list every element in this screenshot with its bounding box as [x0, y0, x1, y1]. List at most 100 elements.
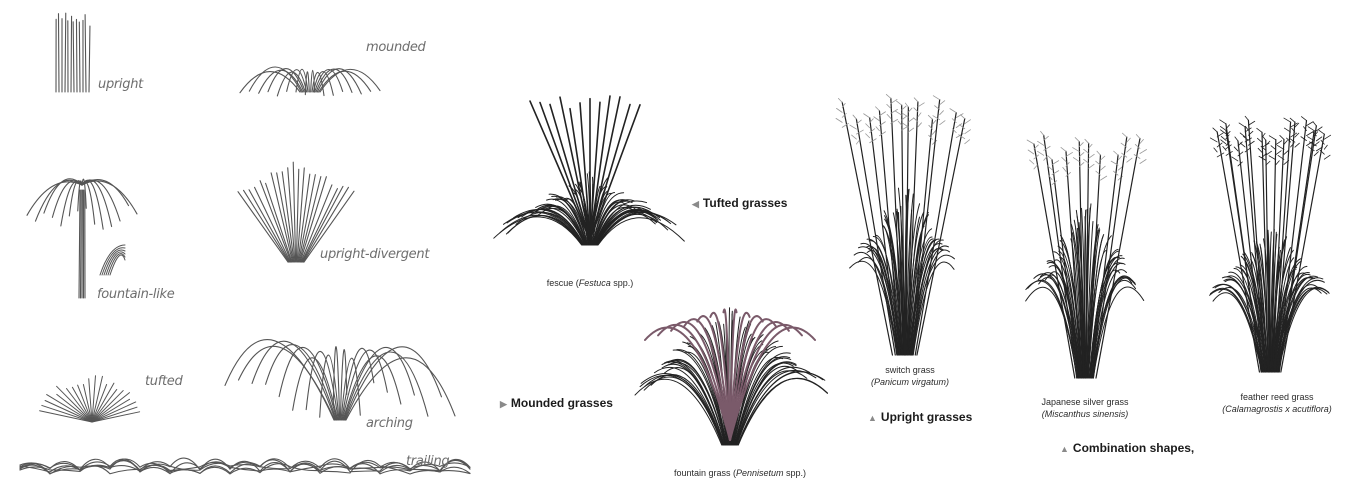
feather-reed-stem	[1217, 132, 1259, 372]
feather-reed-spikelet	[1276, 161, 1279, 165]
feather-reed-stem	[1226, 130, 1261, 372]
silver-grass-spikelet	[1100, 176, 1106, 180]
silver-grass-spikelet	[1100, 156, 1104, 160]
silver-grass-spikelet	[1127, 138, 1131, 142]
silver-grass-spikelet	[1061, 147, 1066, 151]
switch-grass-stem	[917, 119, 965, 355]
feather-reed-spikelet	[1295, 143, 1300, 147]
switch-grass-spikelet	[940, 111, 944, 115]
switch-grass-spikelet	[902, 116, 907, 120]
silver-grass-spikelet	[1062, 157, 1066, 161]
pointer-up-icon: ▲	[1060, 444, 1069, 454]
feather-reed-spikelet	[1248, 121, 1254, 125]
feather-reed-spikelet	[1284, 150, 1288, 154]
label-trailing: trailing	[406, 454, 449, 469]
switch-grass-spikelet	[956, 114, 963, 118]
feather-reed-spikelet	[1232, 157, 1238, 161]
switch-grass-spikelet	[875, 107, 879, 111]
feather-reed-spikelet	[1257, 138, 1262, 142]
mounded-blade	[249, 67, 301, 92]
feather-reed-spikelet	[1221, 136, 1226, 140]
switch-grass-spikelet	[838, 98, 842, 102]
silver-grass-spikelet	[1073, 148, 1080, 152]
silver-grass-spikelet	[1073, 158, 1079, 162]
silver-grass-spikelet	[1114, 151, 1118, 155]
feather-reed-spikelet	[1220, 120, 1226, 124]
divergent-blade	[266, 183, 292, 262]
silver-grass-blade	[1026, 281, 1077, 378]
switch-grass-spikelet	[856, 140, 859, 144]
heading-mounded-grasses: ▶Mounded grasses	[500, 396, 613, 410]
fountain-blade	[82, 181, 137, 214]
divergent-blade	[255, 187, 291, 262]
switch-grass-spikelet	[960, 115, 964, 119]
switch-grass-spikelet	[856, 130, 863, 134]
switch-grass-spikelet	[965, 140, 970, 144]
upright-blade	[89, 26, 90, 92]
silver-grass-spikelet	[1063, 167, 1066, 171]
feather-reed-spikelet	[1291, 123, 1298, 127]
arching-form-drawing	[225, 340, 455, 420]
switch-grass-spikelet	[876, 127, 879, 131]
feather-reed-spikelet	[1301, 117, 1306, 121]
feather-reed-spikelet	[1276, 141, 1282, 145]
feather-reed-spikelet	[1284, 118, 1291, 122]
label-arching: arching	[366, 416, 413, 431]
silver-grass-stem	[1044, 135, 1077, 378]
feather-reed-spikelet	[1234, 147, 1238, 151]
switch-grass-spikelet	[886, 94, 891, 98]
upright-blade	[85, 15, 86, 92]
feather-reed-spikelet	[1308, 127, 1314, 131]
feather-reed-spikelet	[1269, 156, 1276, 160]
upright-blade	[71, 16, 72, 92]
silver-grass-spikelet	[1136, 134, 1140, 138]
switch-grass-spikelet	[902, 113, 908, 117]
fountain-like-form-drawing	[27, 179, 137, 298]
silver-grass-spikelet	[1027, 140, 1034, 144]
caption-switch-grass: switch grass(Panicum virgatum)	[850, 364, 970, 388]
switch-grass-spikelet	[866, 124, 870, 128]
switch-grass-spikelet	[928, 115, 932, 119]
silver-grass-spikelet	[1127, 158, 1132, 162]
switch-grass-spikelet	[902, 106, 906, 110]
switch-grass-spikelet	[933, 116, 940, 120]
switch-grass-spikelet	[895, 111, 901, 115]
switch-grass-spikelet	[918, 113, 921, 117]
silver-grass-stem	[1092, 155, 1118, 378]
switch-grass-spikelet	[850, 125, 857, 129]
fescue-blade	[597, 212, 670, 245]
switch-grass-spikelet	[940, 121, 945, 125]
feather-reed-grass-drawing	[1210, 116, 1331, 372]
heading-upright-grasses: ▲Upright grasses	[868, 410, 972, 424]
feather-reed-spikelet	[1313, 122, 1316, 126]
silver-grass-spikelet	[1041, 131, 1044, 135]
silver-grass-spikelet	[1127, 148, 1131, 152]
label-upright-divergent: upright-divergent	[320, 247, 429, 262]
mounded-form-drawing	[240, 67, 380, 96]
switch-grass-spikelet	[940, 101, 945, 105]
feather-reed-spikelet	[1280, 135, 1284, 139]
pointer-up-icon: ▲	[868, 413, 877, 423]
silver-grass-stem	[1096, 138, 1140, 378]
upright-blade	[79, 22, 80, 92]
upright-form-drawing	[56, 13, 90, 92]
switch-grass-spikelet	[887, 114, 891, 118]
switch-grass-spikelet	[932, 120, 935, 124]
fountain-stem	[81, 190, 82, 298]
switch-grass-drawing	[836, 94, 971, 355]
feather-reed-spikelet	[1324, 155, 1330, 159]
upright-blade	[73, 22, 74, 92]
silver-grass-spikelet	[1085, 139, 1089, 143]
feather-reed-spikelet	[1276, 151, 1281, 155]
fountain-stem	[79, 190, 80, 298]
fountain-grass-drawing	[635, 308, 827, 445]
feather-reed-spikelet	[1269, 136, 1276, 140]
switch-grass-spikelet	[853, 115, 856, 119]
switch-grass-spikelet	[896, 101, 901, 105]
silver-grass-spikelet	[1140, 159, 1146, 163]
feather-reed-spikelet	[1306, 132, 1313, 136]
caption-japanese-silver-grass: Japanese silver grass(Miscanthus sinensi…	[1020, 396, 1150, 420]
switch-grass-spikelet	[836, 118, 842, 122]
switch-grass-spikelet	[879, 132, 885, 136]
label-upright: upright	[98, 77, 143, 92]
